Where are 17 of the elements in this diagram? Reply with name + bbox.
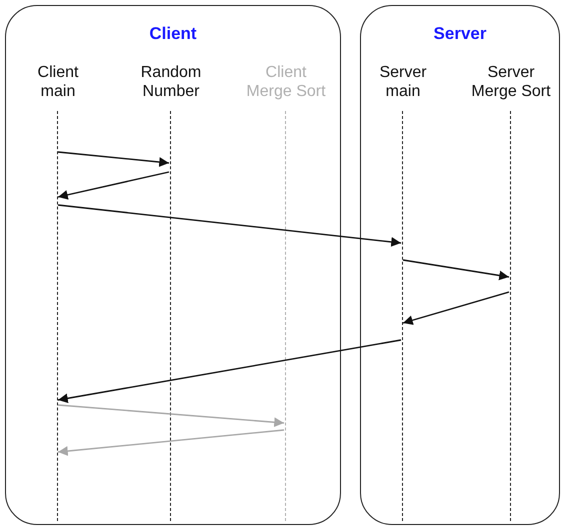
message-arrow — [58, 204, 402, 247]
message-arrow — [58, 151, 170, 167]
message-arrow — [58, 404, 284, 428]
group-title: Client — [149, 24, 197, 44]
message-arrow — [402, 259, 510, 280]
lifeline-label: Random Number — [140, 63, 202, 101]
group-box — [360, 5, 560, 525]
lifeline-label: Client main — [36, 63, 80, 101]
message-arrow — [402, 291, 510, 325]
group-box — [5, 5, 341, 525]
lifeline-label: Client Merge Sort — [246, 63, 326, 101]
message-arrow — [58, 339, 402, 404]
group-title: Server — [434, 24, 486, 44]
message-arrow — [58, 429, 284, 456]
message-arrow — [58, 171, 170, 200]
lifeline-label: Server Merge Sort — [471, 63, 551, 101]
lifeline-label: Server main — [378, 63, 428, 101]
